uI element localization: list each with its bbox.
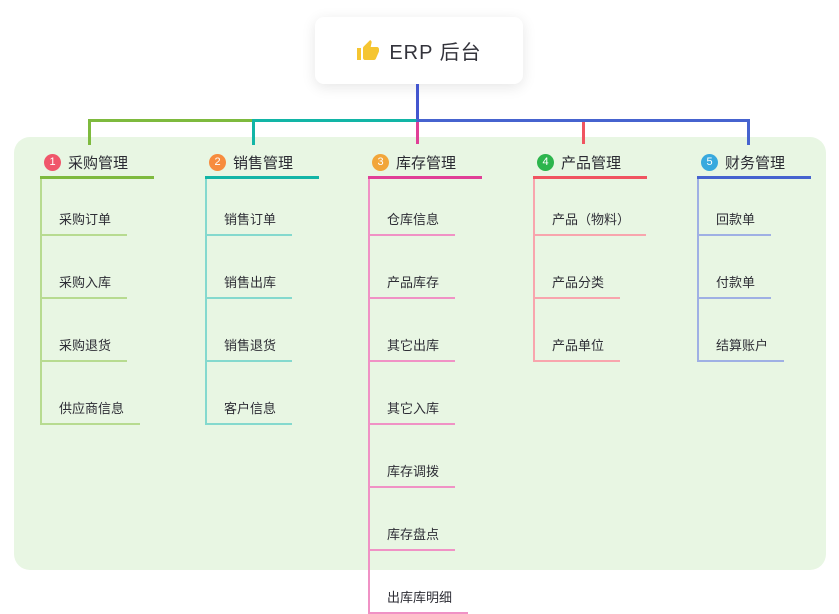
root-label: ERP 后台 <box>389 42 482 64</box>
branch-children: 回款单付款单结算账户 <box>697 179 785 362</box>
child-node[interactable]: 其它入库 <box>370 362 456 425</box>
child-node[interactable]: 付款单 <box>699 236 772 299</box>
branches-panel: 1 采购管理采购订单采购入库采购退货供应商信息 2 销售管理销售订单销售出库销售退货客… <box>14 137 826 614</box>
thumbs-up-icon <box>356 39 380 63</box>
child-node[interactable]: 结算账户 <box>699 299 785 362</box>
child-node[interactable]: 其它出库 <box>370 299 456 362</box>
branch-4: 4 产品管理产品（物料）产品分类产品单位 <box>533 148 647 362</box>
connector-drop-branch1 <box>88 119 91 145</box>
child-node[interactable]: 产品（物料） <box>535 179 647 236</box>
child-node[interactable]: 产品单位 <box>535 299 621 362</box>
branch-title: 库存管理 <box>396 154 457 172</box>
child-node[interactable]: 库存调拨 <box>370 425 456 488</box>
connector-drop-branch2 <box>252 119 255 145</box>
child-node[interactable]: 供应商信息 <box>42 362 141 425</box>
connector-horizontal-branch2 <box>252 119 419 122</box>
connector-drop-branch5 <box>747 119 750 145</box>
branch-header-4[interactable]: 4 产品管理 <box>533 148 647 179</box>
child-node[interactable]: 销售出库 <box>207 236 293 299</box>
child-node[interactable]: 库存盘点 <box>370 488 456 551</box>
branch-number-badge: 3 <box>372 153 389 171</box>
child-node[interactable]: 回款单 <box>699 179 772 236</box>
branch-children: 仓库信息产品库存其它出库其它入库库存调拨库存盘点出库库明细 <box>368 179 469 614</box>
branch-number-badge: 2 <box>209 153 226 171</box>
branch-5: 5 财务管理回款单付款单结算账户 <box>697 148 811 362</box>
child-node[interactable]: 产品库存 <box>370 236 456 299</box>
branch-title: 产品管理 <box>561 154 622 172</box>
connector-horizontal-branch5 <box>416 119 750 122</box>
root-node[interactable]: ERP 后台 <box>315 17 523 84</box>
child-node[interactable]: 客户信息 <box>207 362 293 425</box>
branch-2: 2 销售管理销售订单销售出库销售退货客户信息 <box>205 148 319 425</box>
child-node[interactable]: 销售订单 <box>207 179 293 236</box>
branch-title: 采购管理 <box>68 154 129 172</box>
child-node[interactable]: 产品分类 <box>535 236 621 299</box>
branch-number-badge: 1 <box>44 153 61 171</box>
connector-horizontal-branch1 <box>88 119 254 122</box>
branch-title: 销售管理 <box>233 154 294 172</box>
branch-children: 采购订单采购入库采购退货供应商信息 <box>40 179 141 425</box>
child-node[interactable]: 仓库信息 <box>370 179 456 236</box>
branch-header-2[interactable]: 2 销售管理 <box>205 148 319 179</box>
branch-title: 财务管理 <box>725 154 786 172</box>
connector-drop-branch4 <box>582 122 585 144</box>
branch-3: 3 库存管理仓库信息产品库存其它出库其它入库库存调拨库存盘点出库库明细 <box>368 148 482 614</box>
branch-header-3[interactable]: 3 库存管理 <box>368 148 482 179</box>
child-node[interactable]: 采购退货 <box>42 299 128 362</box>
root-connector-stem <box>416 84 419 121</box>
child-node[interactable]: 出库库明细 <box>370 551 469 614</box>
branch-header-1[interactable]: 1 采购管理 <box>40 148 154 179</box>
connector-drop-branch3 <box>416 122 419 144</box>
branch-number-badge: 5 <box>701 153 718 171</box>
child-node[interactable]: 采购订单 <box>42 179 128 236</box>
branch-header-5[interactable]: 5 财务管理 <box>697 148 811 179</box>
child-node[interactable]: 销售退货 <box>207 299 293 362</box>
branch-1: 1 采购管理采购订单采购入库采购退货供应商信息 <box>40 148 154 425</box>
branch-children: 产品（物料）产品分类产品单位 <box>533 179 647 362</box>
branch-number-badge: 4 <box>537 153 554 171</box>
branch-children: 销售订单销售出库销售退货客户信息 <box>205 179 293 425</box>
child-node[interactable]: 采购入库 <box>42 236 128 299</box>
